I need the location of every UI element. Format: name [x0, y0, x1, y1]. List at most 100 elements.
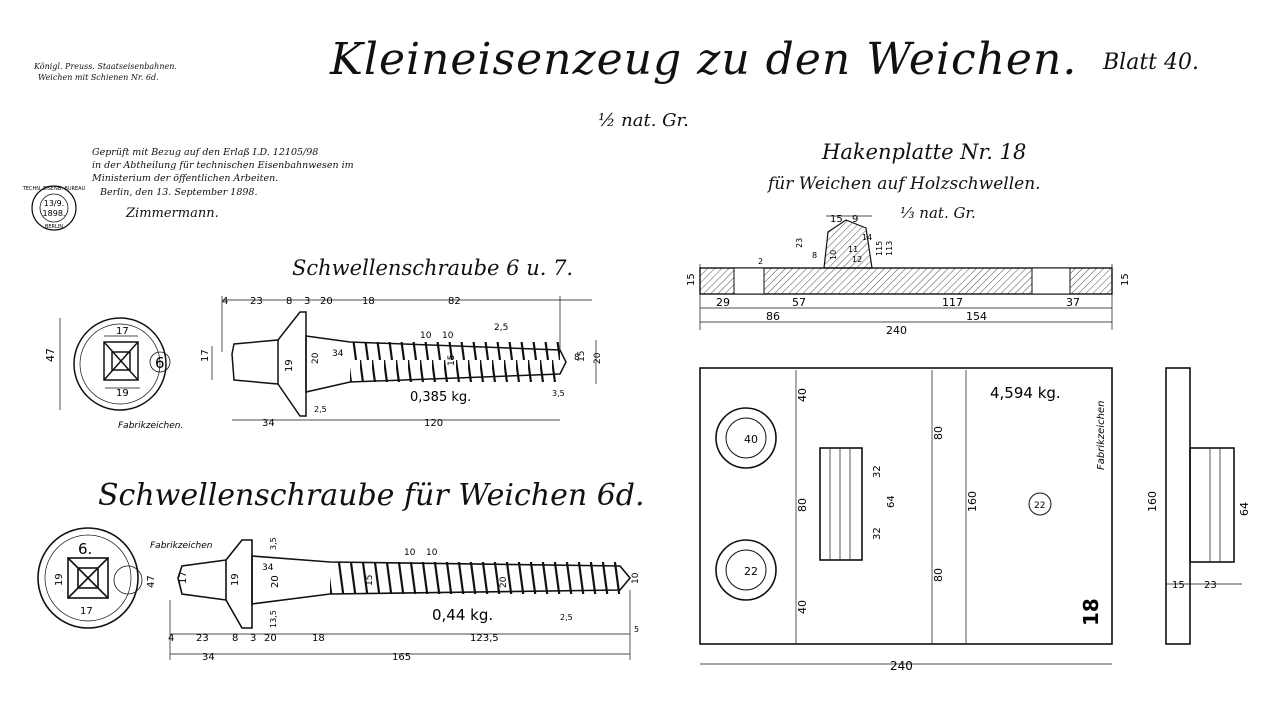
hook-section-9: 9	[852, 214, 858, 225]
plan-hole-b: 22	[744, 565, 758, 578]
dim-3: 3	[250, 633, 256, 644]
screw-6-7-bottom-120: 120	[424, 418, 443, 429]
dim-20: 20	[320, 296, 333, 307]
screw-6-7-tip: 3,5	[552, 389, 565, 398]
hook-plate-weight: 4,594 kg.	[990, 384, 1061, 402]
approval-line-1: Geprüft mit Bezug auf den Erlaß I.D. 121…	[92, 147, 319, 158]
approval-line-4: Berlin, den 13. September 1898.	[100, 187, 258, 198]
screw-6d-side-view	[169, 539, 632, 660]
screw-6-7-fillet: 2,5	[314, 405, 327, 414]
dim-20: 20	[264, 633, 277, 644]
dim-240-top: 240	[886, 324, 907, 337]
dim-23: 23	[196, 633, 209, 644]
hook-plate-mark-label: Fabrikzeichen	[1096, 401, 1107, 470]
screw-6d-shank: 17	[178, 571, 189, 584]
hook-val-12: 12	[852, 255, 862, 264]
dim-86: 86	[766, 310, 780, 323]
plan-slot-32-bottom: 32	[872, 527, 883, 540]
dim-18: 18	[362, 296, 375, 307]
hook-plate-plan	[699, 367, 1113, 665]
screw-6d-chain-dims: 4 23 8 3 20 18 123,5 34 165	[168, 633, 499, 663]
dim-3: 3	[304, 296, 310, 307]
dim-23: 23	[250, 296, 263, 307]
page-title: Kleineisenzeug zu den Weichen.	[330, 34, 1078, 85]
screw-6-7-head-number: 6	[155, 354, 165, 372]
screw-6d-head-dia: 47	[146, 575, 157, 588]
hook-val-115: 115	[875, 241, 884, 256]
stamp-year: 1898.	[43, 209, 66, 218]
hook-plate-title: Hakenplatte Nr. 18	[822, 140, 1027, 164]
plan-mid-80-bottom: 80	[932, 568, 945, 582]
side-height-160: 160	[1146, 491, 1159, 512]
screw-6d-core-b: 20	[499, 576, 509, 588]
screw-6d-core-a: 15	[365, 575, 375, 586]
screw-6-7-top-dims: 4 23 8 3 20 18 82	[222, 296, 461, 307]
hook-val-10: 10	[829, 250, 838, 260]
screw-6d-square-low: 17	[80, 606, 93, 617]
screw-6-7-pitch-2: 10	[442, 331, 454, 341]
screw-6d-square: 19	[54, 573, 65, 586]
hook-val-113: 113	[885, 241, 894, 256]
screw-6d-mark-label: Fabrikzeichen	[150, 541, 213, 551]
sheet-number: Blatt 40.	[1103, 50, 1199, 75]
dim-4: 4	[168, 633, 174, 644]
rail-authority-line: Königl. Preuss. Staatseisenbahnen.	[34, 62, 177, 71]
plan-total-240: 240	[890, 659, 913, 673]
screw-6-7-title: Schwellenschraube 6 u. 7.	[292, 256, 574, 280]
hook-plate-subtitle: für Weichen auf Holzschwellen.	[768, 174, 1041, 194]
dim-57: 57	[792, 296, 806, 309]
screw-6d-collar-top: 3,5	[269, 537, 278, 550]
screw-6d-pitch-2: 10	[426, 548, 438, 558]
dim-8: 8	[286, 296, 292, 307]
side-hook-64: 64	[1238, 502, 1251, 516]
screw-6d-tip: 10	[631, 572, 641, 584]
screw-6-7-head-dia: 47	[44, 348, 57, 362]
screw-6-7-neck: 20	[311, 352, 321, 364]
hook-section-thickness-right: 15	[1120, 273, 1131, 286]
screw-6-7-mark-label: Fabrikzeichen.	[118, 421, 183, 431]
dim-8: 8	[232, 633, 238, 644]
hook-val-8: 8	[812, 251, 817, 260]
screw-6d-collar-bottom: 13,5	[269, 610, 278, 628]
rail-type-line: Weichen mit Schienen Nr. 6d.	[38, 73, 159, 82]
screw-6d-thread-root: 34	[262, 563, 274, 573]
dim-165: 165	[392, 652, 411, 663]
screw-6-7-square-low: 19	[116, 388, 129, 399]
bureau-stamp: TECHN. EISENB. BUREAU 13/9. 1898. BERLIN	[22, 185, 86, 231]
hook-section-15: 15	[830, 214, 843, 225]
hook-section-thickness: 15	[686, 273, 697, 286]
plan-slot-64: 64	[886, 495, 897, 508]
plan-mid-80-top: 80	[932, 426, 945, 440]
screw-6-7-pitch-detail: 2,5	[494, 323, 508, 333]
screw-6-7-bottom-34: 34	[262, 418, 275, 429]
plan-hole-a: 40	[744, 433, 758, 446]
hook-plate-scale: ⅓ nat. Gr.	[900, 204, 976, 222]
dim-37: 37	[1066, 296, 1080, 309]
screw-6-7-core: 15	[447, 355, 457, 366]
dim-4: 4	[222, 296, 228, 307]
dim-29: 29	[716, 296, 730, 309]
hook-section-top-small: 2	[758, 257, 763, 266]
plan-slot-32-top: 32	[872, 465, 883, 478]
plan-center-hole: 22	[1034, 501, 1045, 511]
stamp-date: 13/9.	[44, 199, 65, 208]
hook-plate-number: 18	[1079, 598, 1103, 626]
hook-section-detail-values: 23 8 10 14 11 12 115 113	[795, 233, 894, 264]
plan-left-40-top: 40	[796, 388, 809, 402]
approval-signature: Zimmermann.	[126, 206, 219, 221]
screw-6-7-weight: 0,385 kg.	[410, 390, 471, 405]
screw-6d-head-view	[37, 527, 143, 629]
hook-val-23: 23	[795, 238, 804, 248]
screw-6-7-right-20: 20	[593, 352, 603, 364]
approval-line-3: Ministerium der öffentlichen Arbeiten.	[92, 173, 279, 184]
screw-6-7-side-view	[211, 296, 597, 421]
screw-6-7-thread-root: 34	[332, 349, 344, 359]
plan-left-80: 80	[796, 498, 809, 512]
screw-6-7-head-view	[59, 317, 171, 411]
dim-18: 18	[312, 633, 325, 644]
plan-mid-160: 160	[966, 491, 979, 512]
screw-6d-pitch-1: 10	[404, 548, 416, 558]
screw-6d-weight: 0,44 kg.	[432, 606, 493, 624]
screw-6-7-right-8: 8	[574, 353, 580, 363]
